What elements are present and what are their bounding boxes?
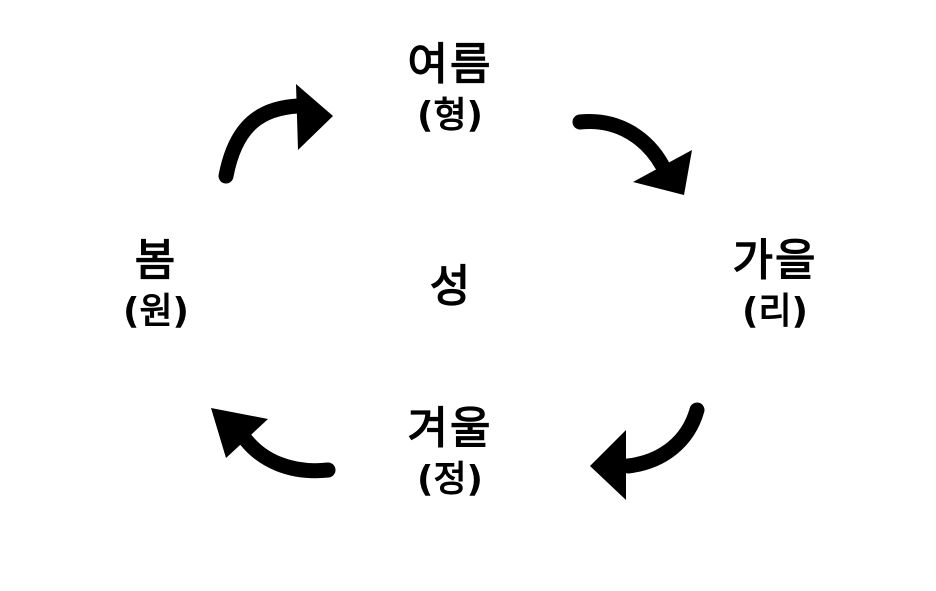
virtue-label-ri: (리) xyxy=(741,291,809,332)
arrow-spring-to-summer xyxy=(218,84,333,184)
arrow-autumn-to-winter xyxy=(590,402,705,500)
arrow-winter-to-spring xyxy=(211,408,336,479)
center-label-seong: 성 xyxy=(429,261,471,312)
node-spring: 봄 (원) xyxy=(76,236,236,334)
node-winter: 겨울 (정) xyxy=(370,404,530,502)
arrow-summer-to-autumn xyxy=(572,114,692,195)
node-autumn: 가을 (리) xyxy=(695,236,855,334)
virtue-label-won: (원) xyxy=(122,291,190,332)
virtue-label-hyeong: (형) xyxy=(416,95,484,136)
node-summer: 여름 (형) xyxy=(370,40,530,138)
season-label-summer: 여름 xyxy=(407,39,493,90)
virtue-label-jeong: (정) xyxy=(416,459,484,500)
season-label-spring: 봄 xyxy=(134,235,178,286)
season-label-winter: 겨울 xyxy=(407,403,493,454)
season-label-autumn: 가을 xyxy=(732,235,818,286)
